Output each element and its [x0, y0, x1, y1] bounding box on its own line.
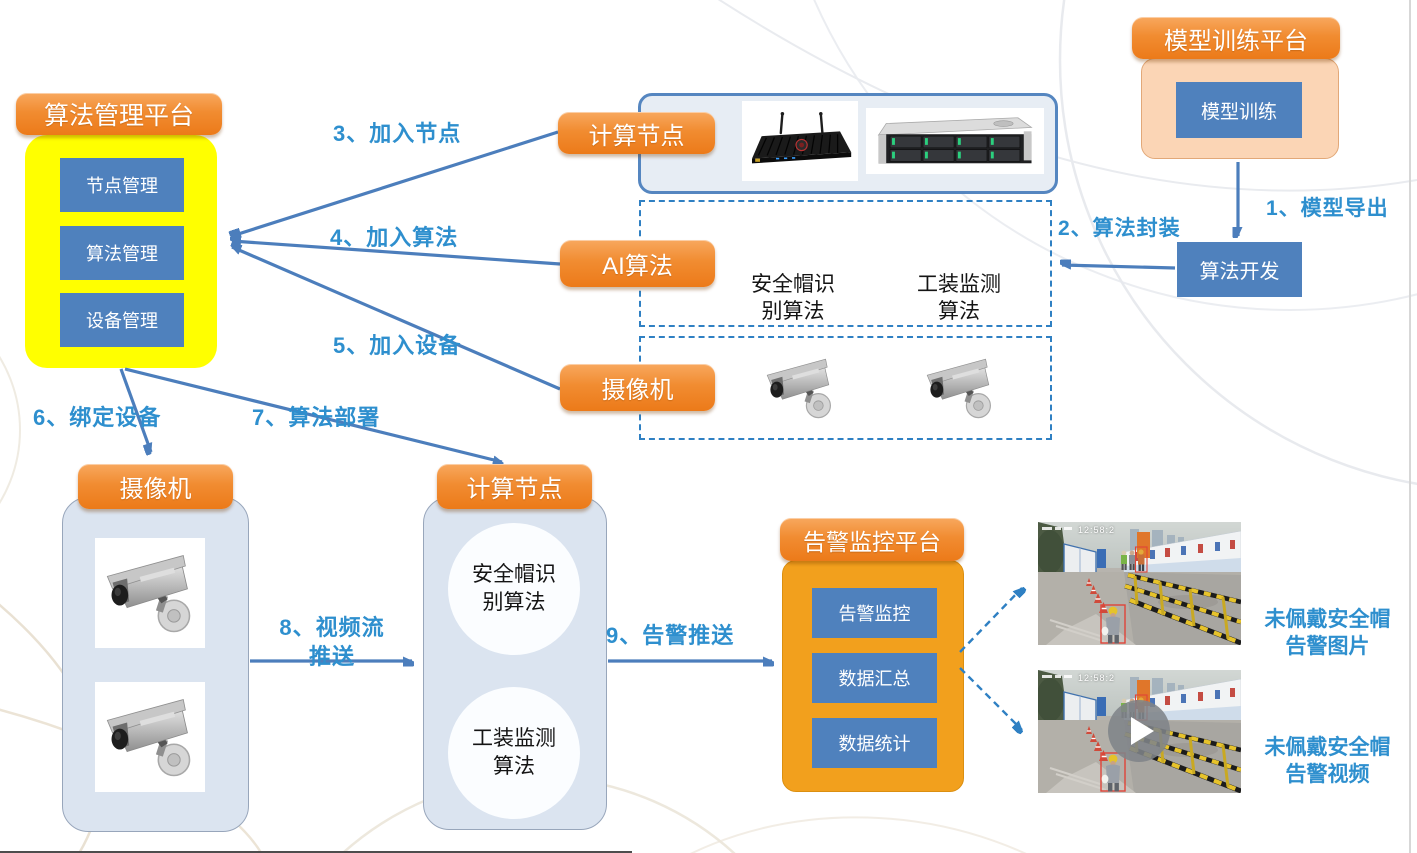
algo-platform-header: 算法管理平台 — [16, 93, 222, 135]
alarm-monitor-label: 告警监控 — [838, 604, 911, 624]
edge-helmet-algo-label: 安全帽识 别算法 — [472, 562, 556, 614]
flow-label-5: 5、加入设备 — [333, 328, 508, 360]
flow-label-4-text: 4、加入算法 — [330, 225, 459, 250]
data-stats-item: 数据统计 — [812, 718, 937, 768]
data-summary-item: 数据汇总 — [812, 653, 937, 703]
edge-camera-image-2 — [95, 682, 205, 792]
flow-label-8: 8、视频流 推送 — [262, 584, 402, 671]
alarm-video-caption: 未佩戴安全帽 告警视频 — [1250, 706, 1405, 789]
flow-label-2-text: 2、算法封装 — [1058, 217, 1181, 240]
flow-label-3-text: 3、加入节点 — [333, 121, 462, 146]
bottom-edge-line — [0, 851, 632, 853]
flow-label-9: 9、告警推送 — [606, 618, 781, 650]
flow-label-1-text: 1、模型导出 — [1266, 197, 1389, 220]
edge-compute-label: 计算节点 — [437, 464, 592, 509]
model-training-item: 模型训练 — [1176, 82, 1302, 138]
camera-box-label: 摄像机 — [560, 364, 715, 411]
uniform-algo-circle: 工装监测 算法 — [448, 687, 580, 819]
algo-management-item: 算法管理 — [60, 226, 184, 280]
flow-label-5-text: 5、加入设备 — [333, 333, 462, 358]
flow-label-2: 2、算法封装 — [1058, 212, 1213, 242]
flow-label-8-text: 8、视频流 推送 — [279, 615, 385, 670]
model-training-label: 模型训练 — [1200, 101, 1277, 123]
node-management-label: 节点管理 — [86, 176, 158, 196]
alarm-monitor-item: 告警监控 — [812, 588, 937, 638]
uniform-algo-label: 工装监测 算法 — [917, 271, 1001, 324]
helmet-algo-text: 安全帽识 别算法 — [722, 243, 864, 326]
helmet-algo-circle: 安全帽识 别算法 — [448, 523, 580, 655]
flow-label-6: 6、绑定设备 — [33, 400, 213, 432]
compute-node-top-label: 计算节点 — [558, 112, 715, 154]
play-triangle — [1131, 717, 1154, 745]
camera-image-1 — [753, 346, 847, 430]
flow-label-7-text: 7、算法部署 — [252, 405, 381, 430]
rack-server-image — [866, 108, 1044, 174]
camera-box-title: 摄像机 — [601, 378, 674, 404]
ai-algo-label: AI算法 — [560, 240, 715, 287]
ai-algo-title: AI算法 — [602, 253, 673, 280]
device-management-label: 设备管理 — [86, 311, 158, 331]
flow-label-6-text: 6、绑定设备 — [33, 405, 162, 430]
model-platform-title: 模型训练平台 — [1164, 28, 1308, 55]
helmet-algo-label: 安全帽识 别算法 — [751, 271, 835, 324]
uniform-algo-text: 工装监测 算法 — [888, 243, 1030, 326]
alarm-image-caption-text: 未佩戴安全帽 告警图片 — [1264, 607, 1391, 659]
alarm-video-timestamp: 12:58:2 — [1078, 673, 1116, 683]
algo-management-label: 算法管理 — [86, 244, 158, 264]
alarm-platform-header: 告警监控平台 — [780, 518, 964, 561]
flow-label-3: 3、加入节点 — [333, 116, 508, 148]
flow-label-7: 7、算法部署 — [252, 400, 432, 432]
algo-dev-label: 算法开发 — [1199, 261, 1280, 283]
flow-label-1: 1、模型导出 — [1266, 192, 1416, 222]
algo-dev-box: 算法开发 — [1177, 242, 1302, 297]
compute-node-top-title: 计算节点 — [588, 123, 685, 150]
algo-platform-title: 算法管理平台 — [43, 103, 194, 130]
data-summary-label: 数据汇总 — [838, 669, 911, 689]
edge-camera-label: 摄像机 — [78, 464, 233, 509]
model-platform-header: 模型训练平台 — [1132, 17, 1340, 59]
edge-camera-title: 摄像机 — [119, 477, 192, 503]
camera-image-2 — [913, 346, 1007, 430]
flow-label-9-text: 9、告警推送 — [606, 623, 735, 648]
data-stats-label: 数据统计 — [838, 734, 911, 754]
alarm-image-caption: 未佩戴安全帽 告警图片 — [1250, 578, 1405, 661]
flow-label-4: 4、加入算法 — [330, 220, 505, 252]
edge-device-image — [742, 101, 858, 181]
node-management-item: 节点管理 — [60, 158, 184, 212]
alarm-platform-title: 告警监控平台 — [803, 529, 941, 555]
device-management-item: 设备管理 — [60, 293, 184, 347]
edge-compute-title: 计算节点 — [466, 477, 563, 503]
play-icon[interactable] — [1108, 700, 1170, 762]
alarm-photo-timestamp: 12:58:2 — [1078, 525, 1116, 535]
edge-uniform-algo-label: 工装监测 算法 — [472, 726, 556, 778]
alarm-video-caption-text: 未佩戴安全帽 告警视频 — [1264, 735, 1391, 787]
edge-camera-image-1 — [95, 538, 205, 648]
alarm-photo — [1038, 522, 1241, 645]
